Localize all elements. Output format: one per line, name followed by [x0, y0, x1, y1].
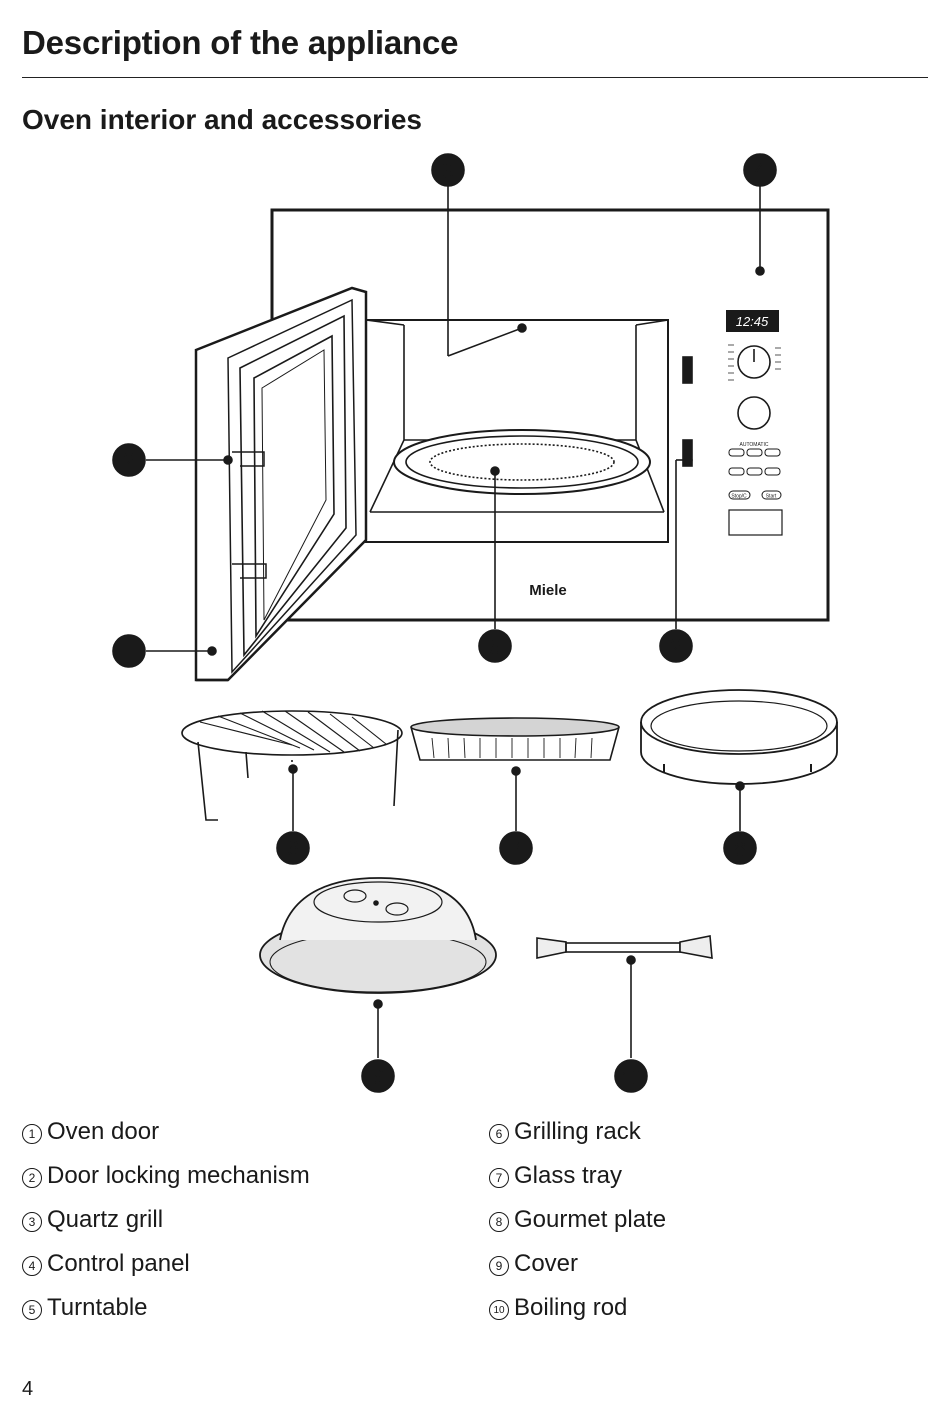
start-button-label: Start — [766, 494, 777, 500]
legend-number: 3 — [22, 1212, 42, 1232]
brand-logo: Miele — [529, 582, 567, 599]
callout-9: 9 — [372, 1064, 384, 1089]
legend-label: Grilling rack — [514, 1118, 641, 1145]
legend-label: Cover — [514, 1250, 579, 1277]
legend-number: 4 — [22, 1256, 42, 1276]
legend-number: 8 — [489, 1212, 509, 1232]
gourmet-plate-illustration — [640, 689, 838, 831]
glass-tray-illustration — [410, 717, 620, 831]
legend-label: Turntable — [47, 1294, 148, 1321]
legend-number: 2 — [22, 1168, 42, 1188]
callout-2-left: 2 — [123, 448, 135, 473]
legend-label: Quartz grill — [47, 1206, 164, 1233]
legend-right: 6 Grilling rack 7 Glass tray 8 Gourmet p… — [489, 1118, 666, 1338]
grilling-rack-illustration — [181, 710, 403, 831]
automatic-label: AUTOMATIC — [740, 442, 769, 448]
page-title: Description of the appliance — [22, 24, 459, 61]
section-title: Oven interior and accessories — [22, 104, 422, 135]
callout-2-right: 2 — [670, 634, 682, 659]
callout-8: 8 — [734, 836, 746, 861]
callout-leaders — [146, 186, 765, 656]
legend-left: 1 Oven door 2 Door locking mechanism 3 Q… — [22, 1118, 310, 1338]
callout-3: 3 — [442, 158, 454, 183]
legend-number: 10 — [489, 1300, 509, 1320]
page-number: 4 — [22, 1378, 34, 1400]
appliance-diagram: 12:45 AUTOMATIC Stop/C Start Miele — [112, 153, 838, 1093]
legend-item: 3 Quartz grill — [22, 1206, 310, 1250]
legend-label: Control panel — [47, 1250, 190, 1277]
legend-label: Door locking mechanism — [47, 1162, 310, 1189]
callout-10: 10 — [621, 1068, 641, 1088]
callout-1: 1 — [123, 639, 135, 664]
legend-label: Gourmet plate — [514, 1206, 667, 1233]
callout-7: 7 — [510, 836, 522, 861]
legend-item: 8 Gourmet plate — [489, 1206, 666, 1250]
legend-label: Boiling rod — [514, 1294, 628, 1321]
callout-4: 4 — [754, 158, 766, 183]
oven-illustration: 12:45 AUTOMATIC Stop/C Start Miele — [194, 208, 830, 682]
legend-item: 9 Cover — [489, 1250, 666, 1294]
legend-number: 6 — [489, 1124, 509, 1144]
title-divider — [22, 77, 928, 78]
legend-number: 7 — [489, 1168, 509, 1188]
legend-label: Oven door — [47, 1118, 160, 1145]
legend-number: 1 — [22, 1124, 42, 1144]
legend-item: 5 Turntable — [22, 1294, 310, 1338]
legend-label: Glass tray — [514, 1162, 623, 1189]
legend-item: 1 Oven door — [22, 1118, 310, 1162]
stop-button-label: Stop/C — [731, 494, 747, 500]
callout-5: 5 — [489, 634, 501, 659]
legend-item: 7 Glass tray — [489, 1162, 666, 1206]
display-time: 12:45 — [736, 314, 769, 329]
legend-item: 6 Grilling rack — [489, 1118, 666, 1162]
legend-item: 2 Door locking mechanism — [22, 1162, 310, 1206]
boiling-rod-illustration — [536, 935, 713, 1058]
legend-number: 9 — [489, 1256, 509, 1276]
legend-item: 4 Control panel — [22, 1250, 310, 1294]
legend-number: 5 — [22, 1300, 42, 1320]
legend-item: 10 Boiling rod — [489, 1294, 666, 1338]
cover-illustration — [259, 877, 497, 1058]
callout-6: 6 — [287, 836, 299, 861]
